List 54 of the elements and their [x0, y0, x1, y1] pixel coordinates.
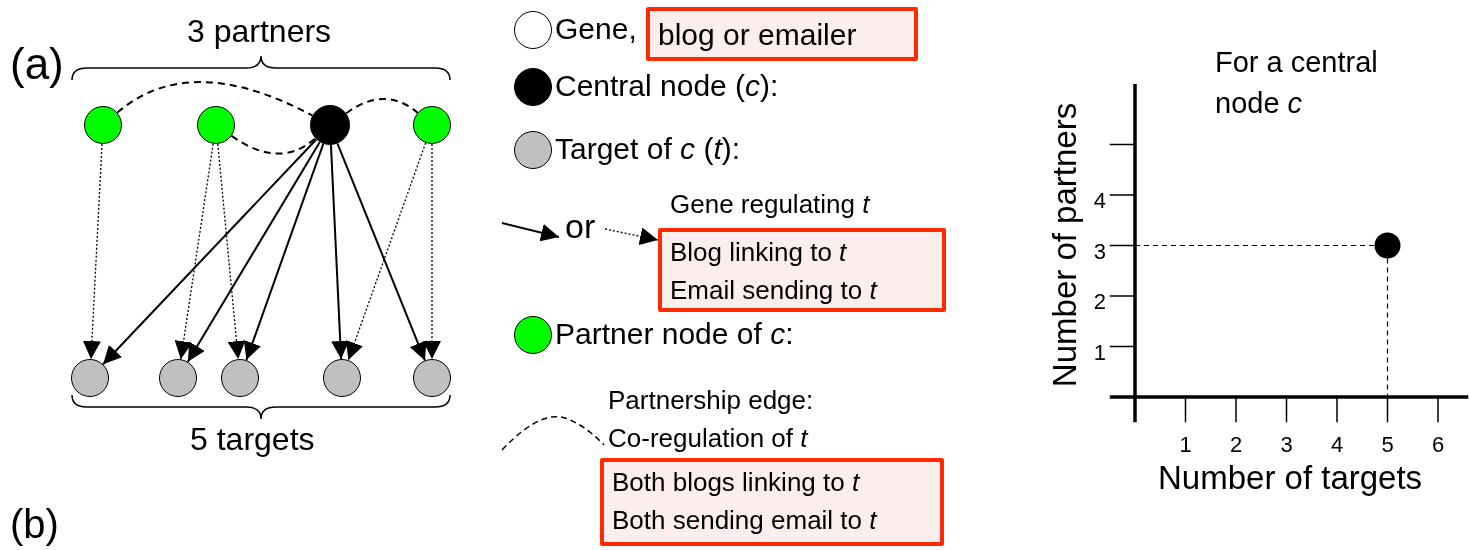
axis-title: Number of targets [1158, 460, 1423, 497]
tick-label: 5 [1381, 433, 1394, 458]
highlight-box [600, 458, 944, 546]
highlight-box [658, 228, 946, 312]
node-circle [413, 106, 451, 144]
brace-label: 3 partners [187, 14, 332, 50]
brace-label: 5 targets [190, 422, 315, 458]
highlight-text: Both blogs linking to t [612, 466, 861, 499]
legend-text: Partnership edge: Co-regulation of t [608, 384, 815, 455]
highlight-text: Both sending email to t [612, 503, 879, 537]
highlight-text: Email sending to t [670, 273, 879, 307]
node-circle [71, 359, 109, 397]
node-circle [159, 359, 197, 397]
arrow [329, 144, 350, 360]
panel-label: (b) [10, 502, 59, 546]
tick-label: 6 [1432, 433, 1445, 458]
arrow [423, 143, 441, 360]
legend-text: Partner node of c: [555, 317, 794, 350]
legend-text: Gene, [555, 12, 637, 45]
axis-title: Number of partners [1046, 102, 1084, 388]
highlight-text: blog or emailer [658, 17, 858, 53]
tick-label: 3 [1093, 239, 1106, 264]
tick-label: 4 [1331, 433, 1344, 458]
arrow [217, 143, 246, 360]
legend-text: Gene regulating t [670, 190, 870, 219]
tick-label: 2 [1093, 290, 1106, 315]
legend-text: Central node (c): [555, 69, 779, 102]
node-circle [310, 105, 350, 145]
node-circle [413, 359, 451, 397]
node-circle [197, 106, 235, 144]
tick-label: 1 [1093, 340, 1106, 365]
arrow [174, 143, 214, 360]
chart-title: For a central node c [1215, 45, 1379, 121]
connector-line [345, 98, 419, 115]
node-circle [323, 359, 361, 397]
highlight-text: Blog linking to t [670, 236, 848, 269]
legend-text: or [565, 208, 596, 246]
node-circle [84, 106, 122, 144]
tick-label: 3 [1280, 433, 1293, 458]
legend-text: Target of c (t): [555, 132, 741, 165]
connector-line [116, 81, 314, 117]
panel-label: (a) [10, 40, 64, 89]
connector-line [230, 134, 317, 155]
arrow [501, 222, 560, 242]
arrow [82, 143, 103, 360]
arrow [102, 138, 318, 366]
tick-label: 1 [1179, 433, 1192, 458]
tick-label: 4 [1093, 189, 1106, 214]
tick-label: 2 [1230, 433, 1243, 458]
highlight-box [646, 7, 918, 61]
arrow [604, 227, 659, 246]
node-circle [221, 359, 259, 397]
arrow [186, 141, 321, 363]
arrow [243, 142, 325, 362]
